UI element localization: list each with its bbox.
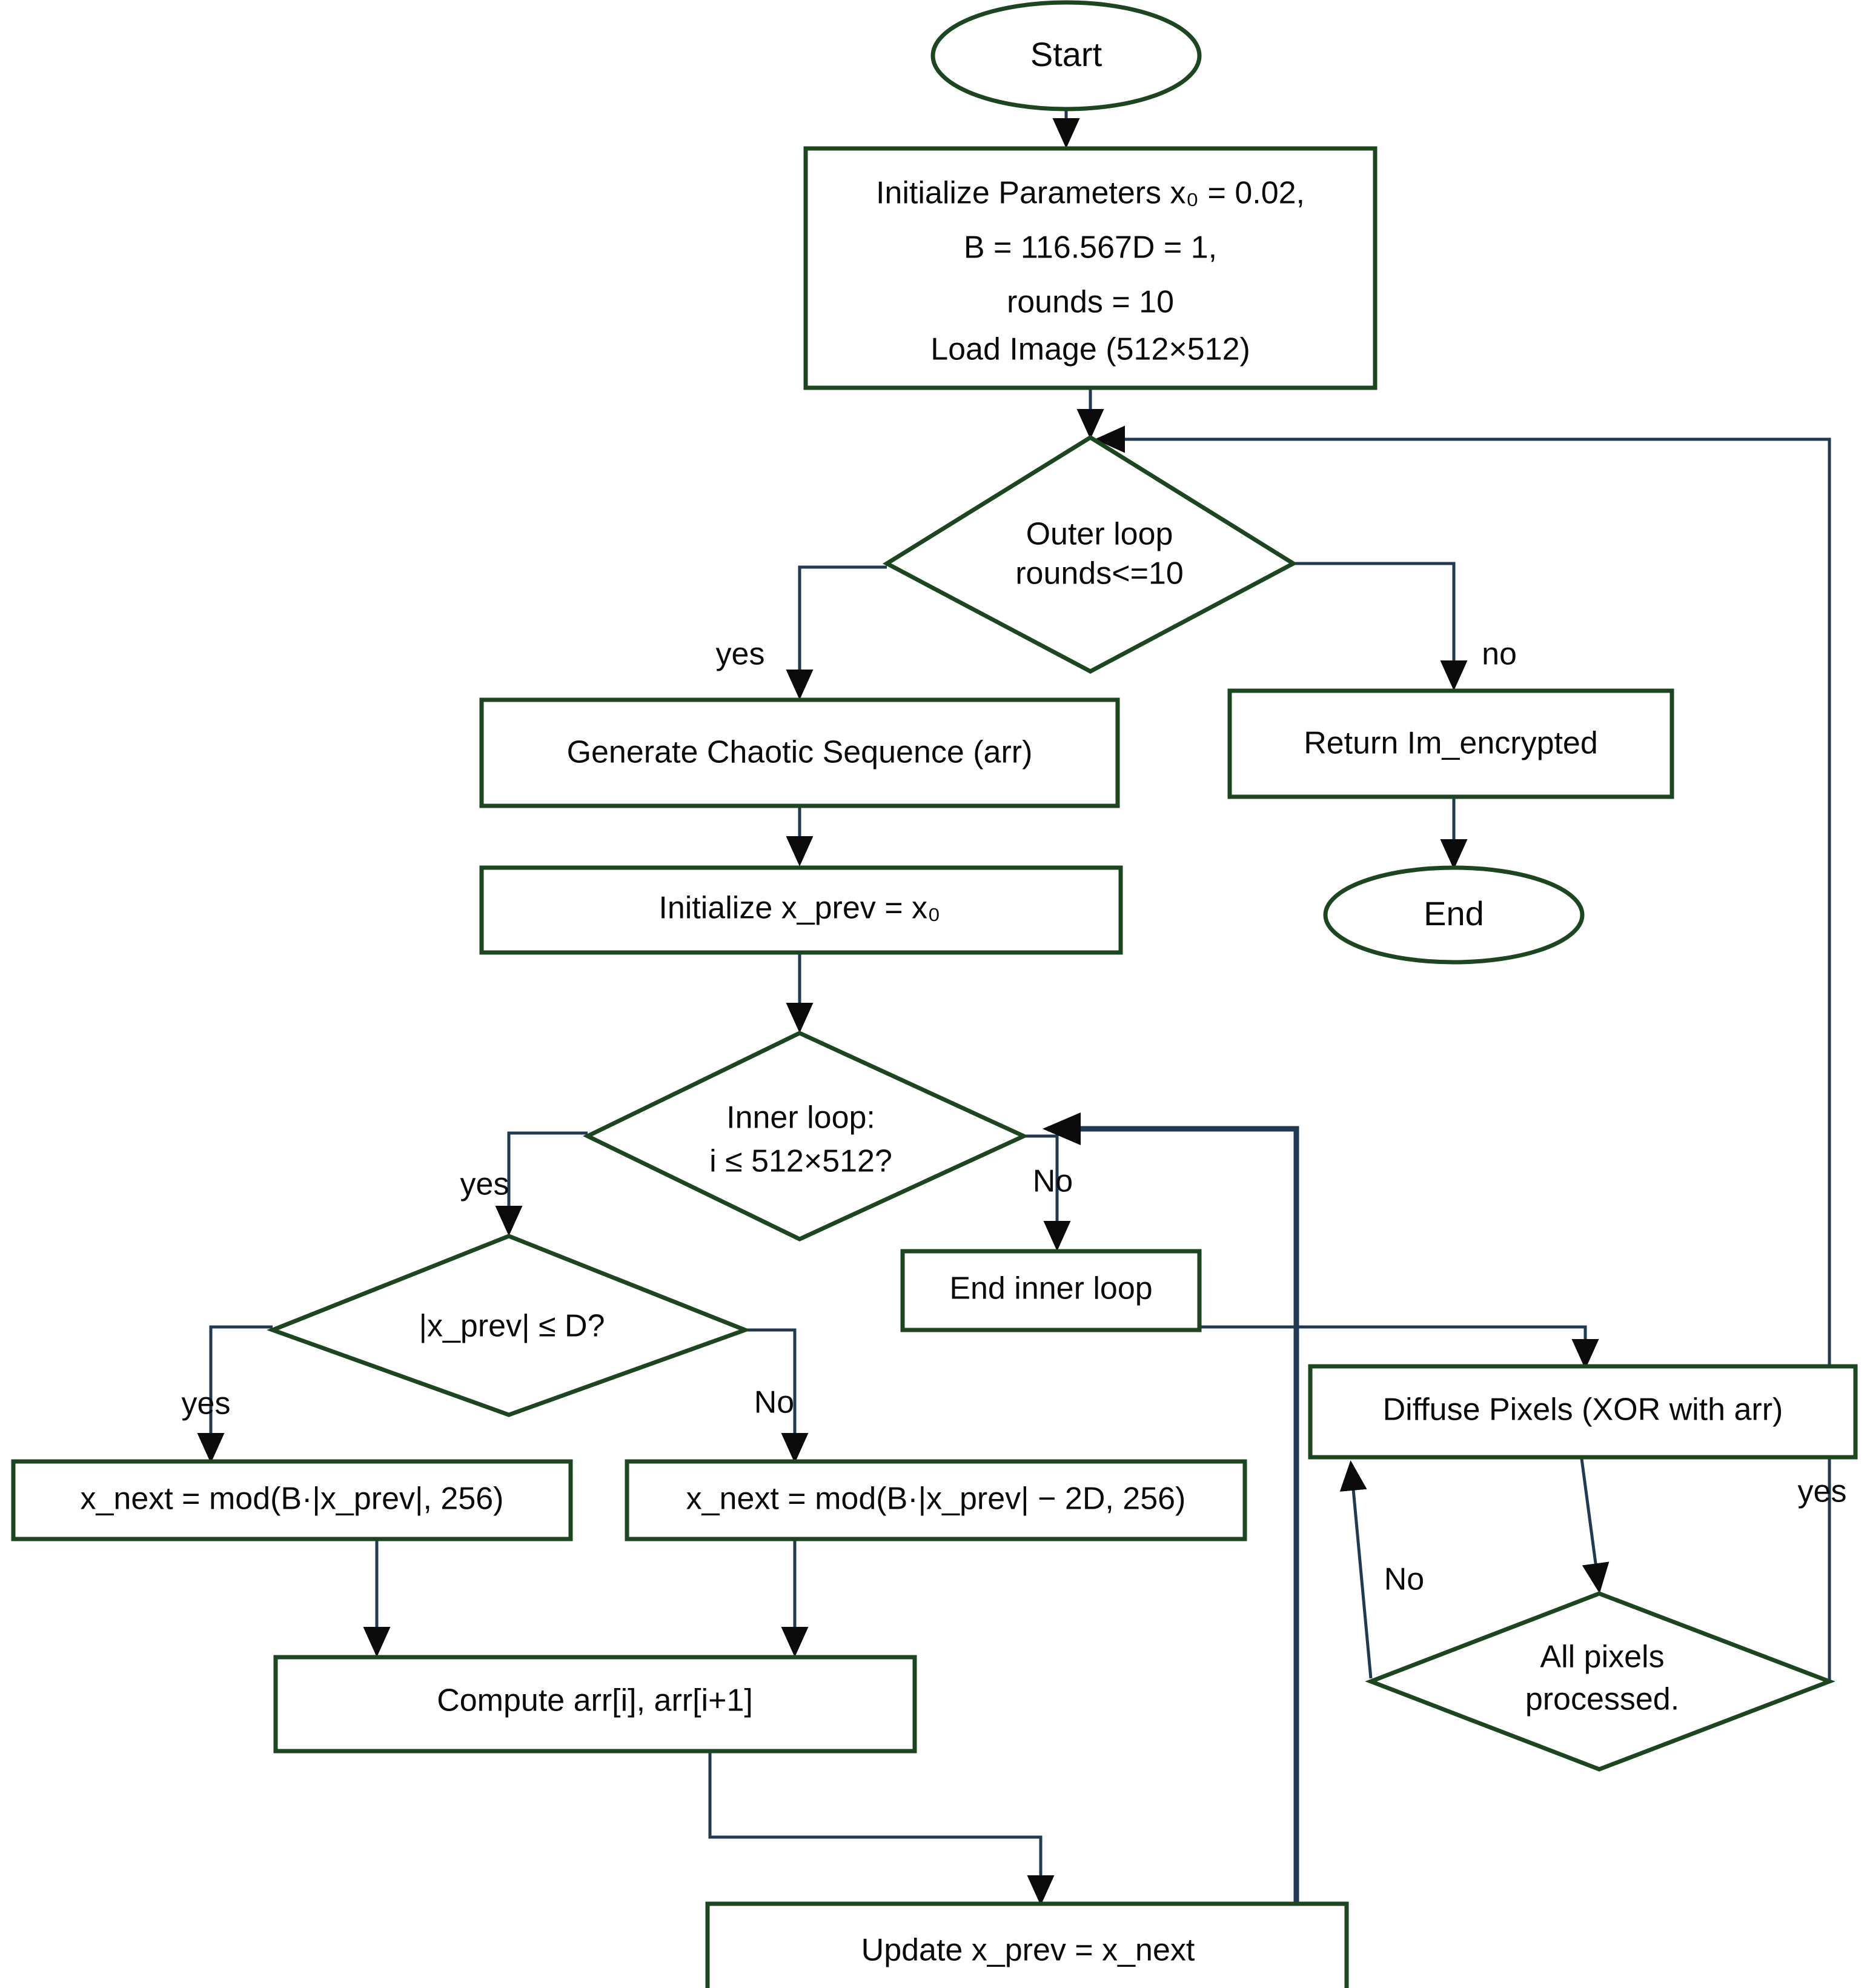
node-initialize-xprev[interactable] — [479, 865, 1123, 955]
node-end-inner-loop-label: End inner loop — [949, 1271, 1152, 1306]
node-initialize-parameters-line-3: rounds = 10 — [1007, 285, 1174, 320]
edge-label-cond-no: No — [754, 1385, 794, 1420]
connector-endinner-to-diffuse — [1199, 1325, 1599, 1369]
edge-label-outer-yes: yes — [716, 637, 765, 672]
node-outer-loop-decision[interactable] — [882, 434, 1298, 674]
connector-cond-no — [745, 1328, 809, 1463]
node-return-im-encrypted-label: Return Im_encrypted — [1304, 726, 1598, 761]
edge-label-inner-yes: yes — [460, 1167, 509, 1202]
node-end[interactable] — [1323, 865, 1585, 965]
connector-allpixels-no — [1339, 1460, 1373, 1679]
node-end-inner-loop[interactable] — [900, 1249, 1202, 1332]
connector-allpixels-yes — [1095, 425, 1831, 1681]
node-initialize-parameters-line-4: Load Image (512×512) — [930, 332, 1250, 367]
node-initialize-parameters[interactable] — [803, 146, 1378, 390]
node-xnext-mod-a[interactable] — [11, 1459, 573, 1541]
node-initialize-parameters-line-1: Initialize Parameters x₀ = 0.02, — [876, 176, 1305, 211]
node-generate-chaotic-sequence[interactable] — [479, 697, 1120, 808]
node-outer-loop-line-1: Outer loop — [1026, 517, 1173, 552]
node-inner-loop-line-2: i ≤ 512×512? — [709, 1144, 892, 1179]
node-outer-loop-line-2: rounds<=10 — [1015, 556, 1184, 591]
connector-cond-yes — [197, 1325, 273, 1463]
node-inner-loop-decision[interactable] — [582, 1031, 1029, 1242]
node-all-pixels-line-1: All pixels — [1540, 1640, 1664, 1675]
connector-outer-yes — [786, 565, 887, 700]
node-xnext-mod-b[interactable] — [625, 1459, 1247, 1541]
node-diffuse-pixels[interactable] — [1308, 1364, 1858, 1460]
node-diffuse-pixels-label: Diffuse Pixels (XOR with arr) — [1383, 1392, 1783, 1428]
connector-compute-to-update — [708, 1750, 1055, 1906]
node-all-pixels-line-2: processed. — [1525, 1682, 1679, 1717]
connector-outer-no — [1293, 562, 1468, 691]
node-xnext-mod-a-label: x_next = mod(B·|x_prev|, 256) — [80, 1481, 503, 1517]
node-xprev-le-d-decision[interactable] — [267, 1234, 751, 1417]
edge-label-inner-no: No — [1033, 1164, 1073, 1199]
node-generate-chaotic-sequence-label: Generate Chaotic Sequence (arr) — [567, 735, 1033, 770]
connector-diffuse-to-allpixels — [1579, 1454, 1610, 1594]
edge-label-outer-no: no — [1482, 637, 1517, 672]
node-compute-arr[interactable] — [273, 1655, 917, 1754]
node-compute-arr-label: Compute arr[i], arr[i+1] — [437, 1683, 753, 1718]
connector-update-to-innerloop — [1043, 1112, 1299, 1903]
node-start-label: Start — [1030, 35, 1102, 73]
node-end-label: End — [1424, 894, 1484, 932]
node-xnext-mod-b-label: x_next = mod(B·|x_prev| − 2D, 256) — [686, 1481, 1186, 1517]
edge-label-cond-yes: yes — [182, 1386, 231, 1421]
node-all-pixels-processed-decision[interactable] — [1365, 1591, 1835, 1772]
node-inner-loop-line-1: Inner loop: — [726, 1100, 875, 1135]
node-xprev-le-d-label: |x_prev| ≤ D? — [419, 1309, 605, 1344]
node-start[interactable] — [930, 0, 1202, 111]
node-initialize-parameters-line-2: B = 116.567D = 1, — [964, 230, 1217, 265]
connector-inner-yes — [495, 1131, 588, 1236]
node-update-xprev[interactable] — [705, 1901, 1349, 1988]
node-initialize-xprev-label: Initialize x_prev = x₀ — [658, 891, 940, 926]
edge-label-pixels-yes: yes — [1798, 1474, 1847, 1509]
node-update-xprev-label: Update x_prev = x_next — [861, 1933, 1195, 1968]
edge-label-pixels-no: No — [1384, 1562, 1424, 1597]
node-return-im-encrypted[interactable] — [1227, 688, 1674, 799]
